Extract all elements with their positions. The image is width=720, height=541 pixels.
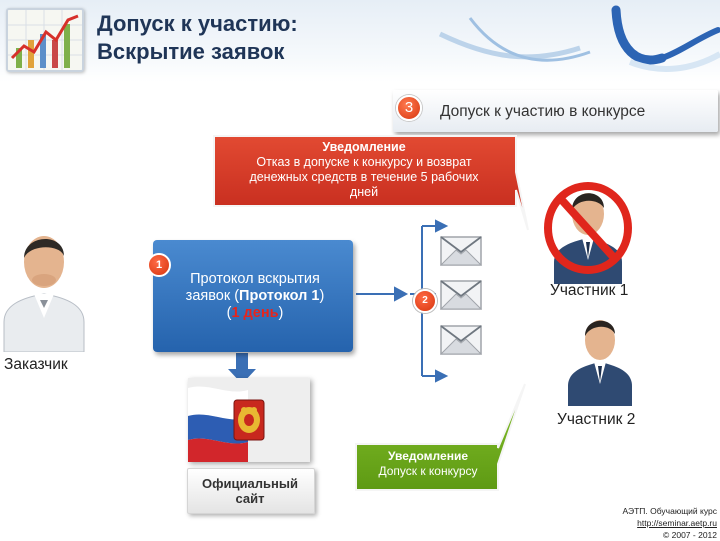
envelope-icon [440, 325, 482, 355]
participant1-label: Участник 1 [550, 282, 629, 299]
protocol-line2-b: Протокол 1 [239, 288, 320, 304]
coat-of-arms-icon [233, 399, 265, 441]
official-site-line2: сайт [235, 491, 265, 506]
protocol-duration: 1 день [231, 305, 279, 321]
official-site-line1: Официальный [202, 476, 298, 491]
footer: АЭТП. Обучающий курс http://seminar.aetp… [560, 505, 718, 541]
step3-label: Допуск к участию в конкурсе [440, 103, 646, 120]
protocol-line2-a: заявок ( [185, 288, 240, 304]
header-banner [0, 0, 720, 82]
protocol-text: Протокол вскрытия заявок (Протокол 1) (1… [163, 271, 347, 322]
page-title-line2: Вскрытие заявок [97, 39, 285, 64]
participant2-label: Участник 2 [557, 411, 636, 428]
official-site-panel [187, 468, 315, 514]
customer-person-icon [3, 236, 85, 352]
step2-number-badge: 2 [413, 289, 437, 313]
footer-link[interactable]: http://seminar.aetp.ru [637, 518, 717, 528]
chart-logo-icon [6, 8, 84, 72]
protocol-line2: заявок (Протокол 1) [163, 288, 347, 305]
footer-line1: АЭТП. Обучающий курс [622, 506, 718, 516]
notice-red-line2: денежных средств в течение 5 рабочих [249, 170, 479, 184]
notice-red-text: Уведомление Отказ в допуске к конкурсу и… [218, 140, 510, 200]
participant2-person-icon [568, 320, 632, 406]
protocol-line2-c: ) [319, 288, 325, 304]
protocol-line3-c: ) [278, 305, 284, 321]
customer-label: Заказчик [4, 356, 68, 373]
protocol-line1: Протокол вскрытия [190, 271, 320, 287]
swirl-decoration [438, 5, 720, 72]
envelope-icon [440, 280, 482, 310]
notice-red-title: Уведомление [322, 140, 406, 154]
official-site-image [188, 378, 310, 462]
footer-line3: © 2007 - 2012 [663, 530, 717, 540]
protocol-line3: (1 день) [163, 305, 347, 322]
prohibition-icon [544, 182, 632, 274]
protocol-line3-a: ( [226, 305, 232, 321]
notice-green-title: Уведомление [387, 449, 468, 463]
official-site-label: Официальный сайт [187, 476, 313, 506]
notice-green-body: Допуск к конкурсу [378, 464, 478, 478]
page-title-line1: Допуск к участию: [97, 11, 298, 36]
step3-panel [393, 90, 718, 132]
protocol-number-badge: 1 [147, 253, 171, 277]
notice-red-line3: дней [349, 185, 379, 199]
envelope-icon [440, 236, 482, 266]
page-title: Допуск к участию: Вскрытие заявок [97, 10, 298, 66]
notice-green-text: Уведомление Допуск к конкурсу [360, 449, 496, 479]
step3-number-badge: 3 [396, 95, 422, 121]
protocol-panel [153, 240, 353, 352]
notice-red-line1: Отказ в допуске к конкурсу и возврат [256, 155, 472, 169]
